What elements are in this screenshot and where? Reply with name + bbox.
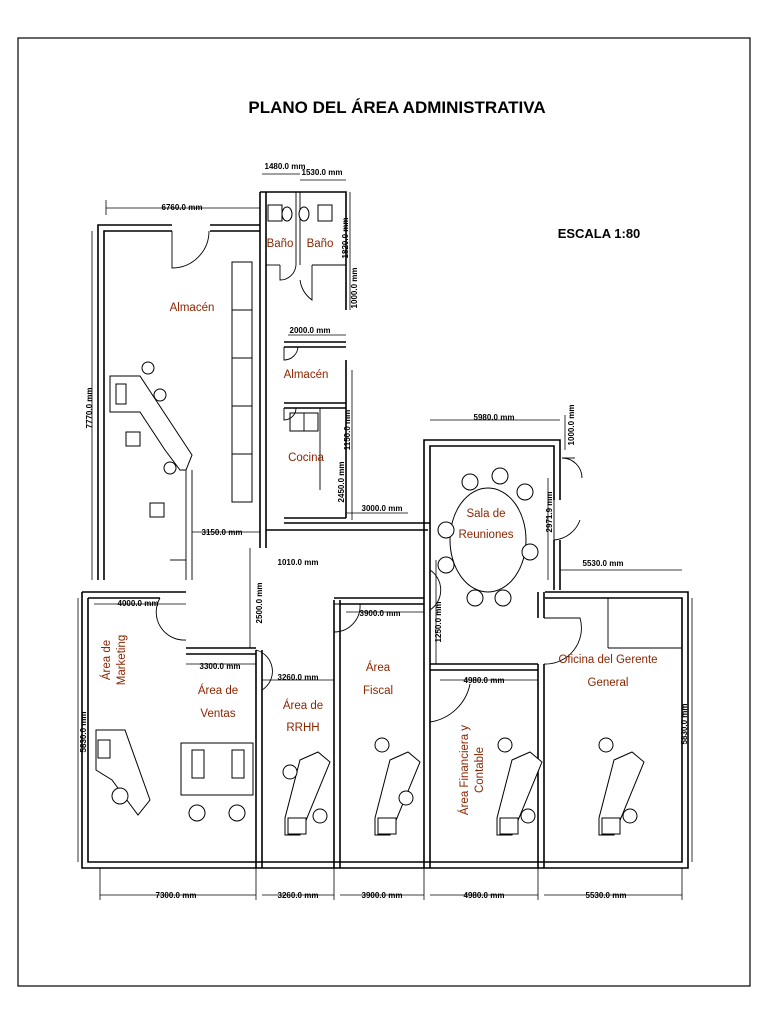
sheet-border (17, 37, 751, 987)
room-sala-line2: Reuniones (459, 529, 514, 541)
dim-3900-a: 3900.0 mm (360, 609, 401, 618)
dim-2000: 2000.0 mm (290, 326, 331, 335)
room-fiscal-line2: Fiscal (363, 685, 393, 697)
dim-2500: 2500.0 mm (255, 583, 264, 624)
room-fiscal-line1: Área (366, 661, 391, 674)
room-almacen-2: Almacén (284, 369, 329, 381)
dim-6760: 6760.0 mm (162, 203, 203, 212)
room-marketing-line2: Marketing (116, 635, 128, 686)
room-almacen-1: Almacén (170, 302, 215, 314)
dim-1000-a: 1000.0 mm (350, 268, 359, 309)
doors (155, 230, 583, 723)
dim-3260-b: 3260.0 mm (278, 891, 319, 900)
dim-1480: 1480.0 mm (265, 162, 306, 171)
room-ventas-line1: Área de (198, 684, 238, 697)
room-sala-line1: Sala de (466, 508, 505, 520)
dim-5830-a: 5830.0 mm (79, 712, 88, 753)
dimension-labels: 1480.0 mm 1530.0 mm 6760.0 mm 1820.0 mm … (79, 162, 689, 900)
dim-3000: 3000.0 mm (362, 504, 403, 513)
dim-3300: 3300.0 mm (200, 662, 241, 671)
dim-1530: 1530.0 mm (302, 168, 343, 177)
dim-5530-a: 5530.0 mm (583, 559, 624, 568)
room-marketing-line1: Área de (100, 640, 113, 680)
scale-label: ESCALA 1:80 (558, 226, 641, 241)
dim-4980-a: 4980.0 mm (464, 676, 505, 685)
room-bano-1: Baño (267, 238, 294, 250)
dimension-lines (77, 173, 693, 900)
room-bano-2: Baño (307, 238, 334, 250)
dim-4000: 4000.0 mm (118, 599, 159, 608)
room-financiera-line1: Área Financiera y (458, 725, 471, 815)
dim-3150: 3150.0 mm (202, 528, 243, 537)
plan-title: PLANO DEL ÁREA ADMINISTRATIVA (248, 98, 545, 117)
room-rrhh-line1: Área de (283, 699, 323, 712)
dim-3900-b: 3900.0 mm (362, 891, 403, 900)
furniture (95, 204, 645, 836)
room-gerente-line2: General (588, 677, 629, 689)
dim-1000-b: 1000.0 mm (567, 405, 576, 446)
dim-7770: 7770.0 mm (85, 388, 94, 429)
dim-2450: 2450.0 mm (337, 462, 346, 503)
room-cocina: Cocina (288, 452, 324, 464)
dim-1250: 1250.0 mm (434, 602, 443, 643)
room-ventas-line2: Ventas (200, 708, 235, 720)
dim-5830-b: 5830.0 mm (680, 704, 689, 745)
dim-5530-b: 5530.0 mm (586, 891, 627, 900)
room-gerente-line1: Oficina del Gerente (558, 654, 657, 666)
walls (81, 191, 689, 869)
room-financiera-line2: Contable (474, 747, 486, 793)
dim-3260-a: 3260.0 mm (278, 673, 319, 682)
room-rrhh-line2: RRHH (286, 722, 319, 734)
dim-5980: 5980.0 mm (474, 413, 515, 422)
room-labels: Almacén Baño Baño Almacén Cocina Sala de… (100, 238, 658, 815)
dim-1150: 1150.0 mm (343, 410, 352, 450)
dim-1820: 1820.0 mm (341, 218, 350, 259)
dim-7300: 7300.0 mm (156, 891, 197, 900)
dim-4980-b: 4980.0 mm (464, 891, 505, 900)
dim-1010: 1010.0 mm (278, 558, 319, 567)
dim-2971: 2971.9 mm (545, 492, 554, 533)
